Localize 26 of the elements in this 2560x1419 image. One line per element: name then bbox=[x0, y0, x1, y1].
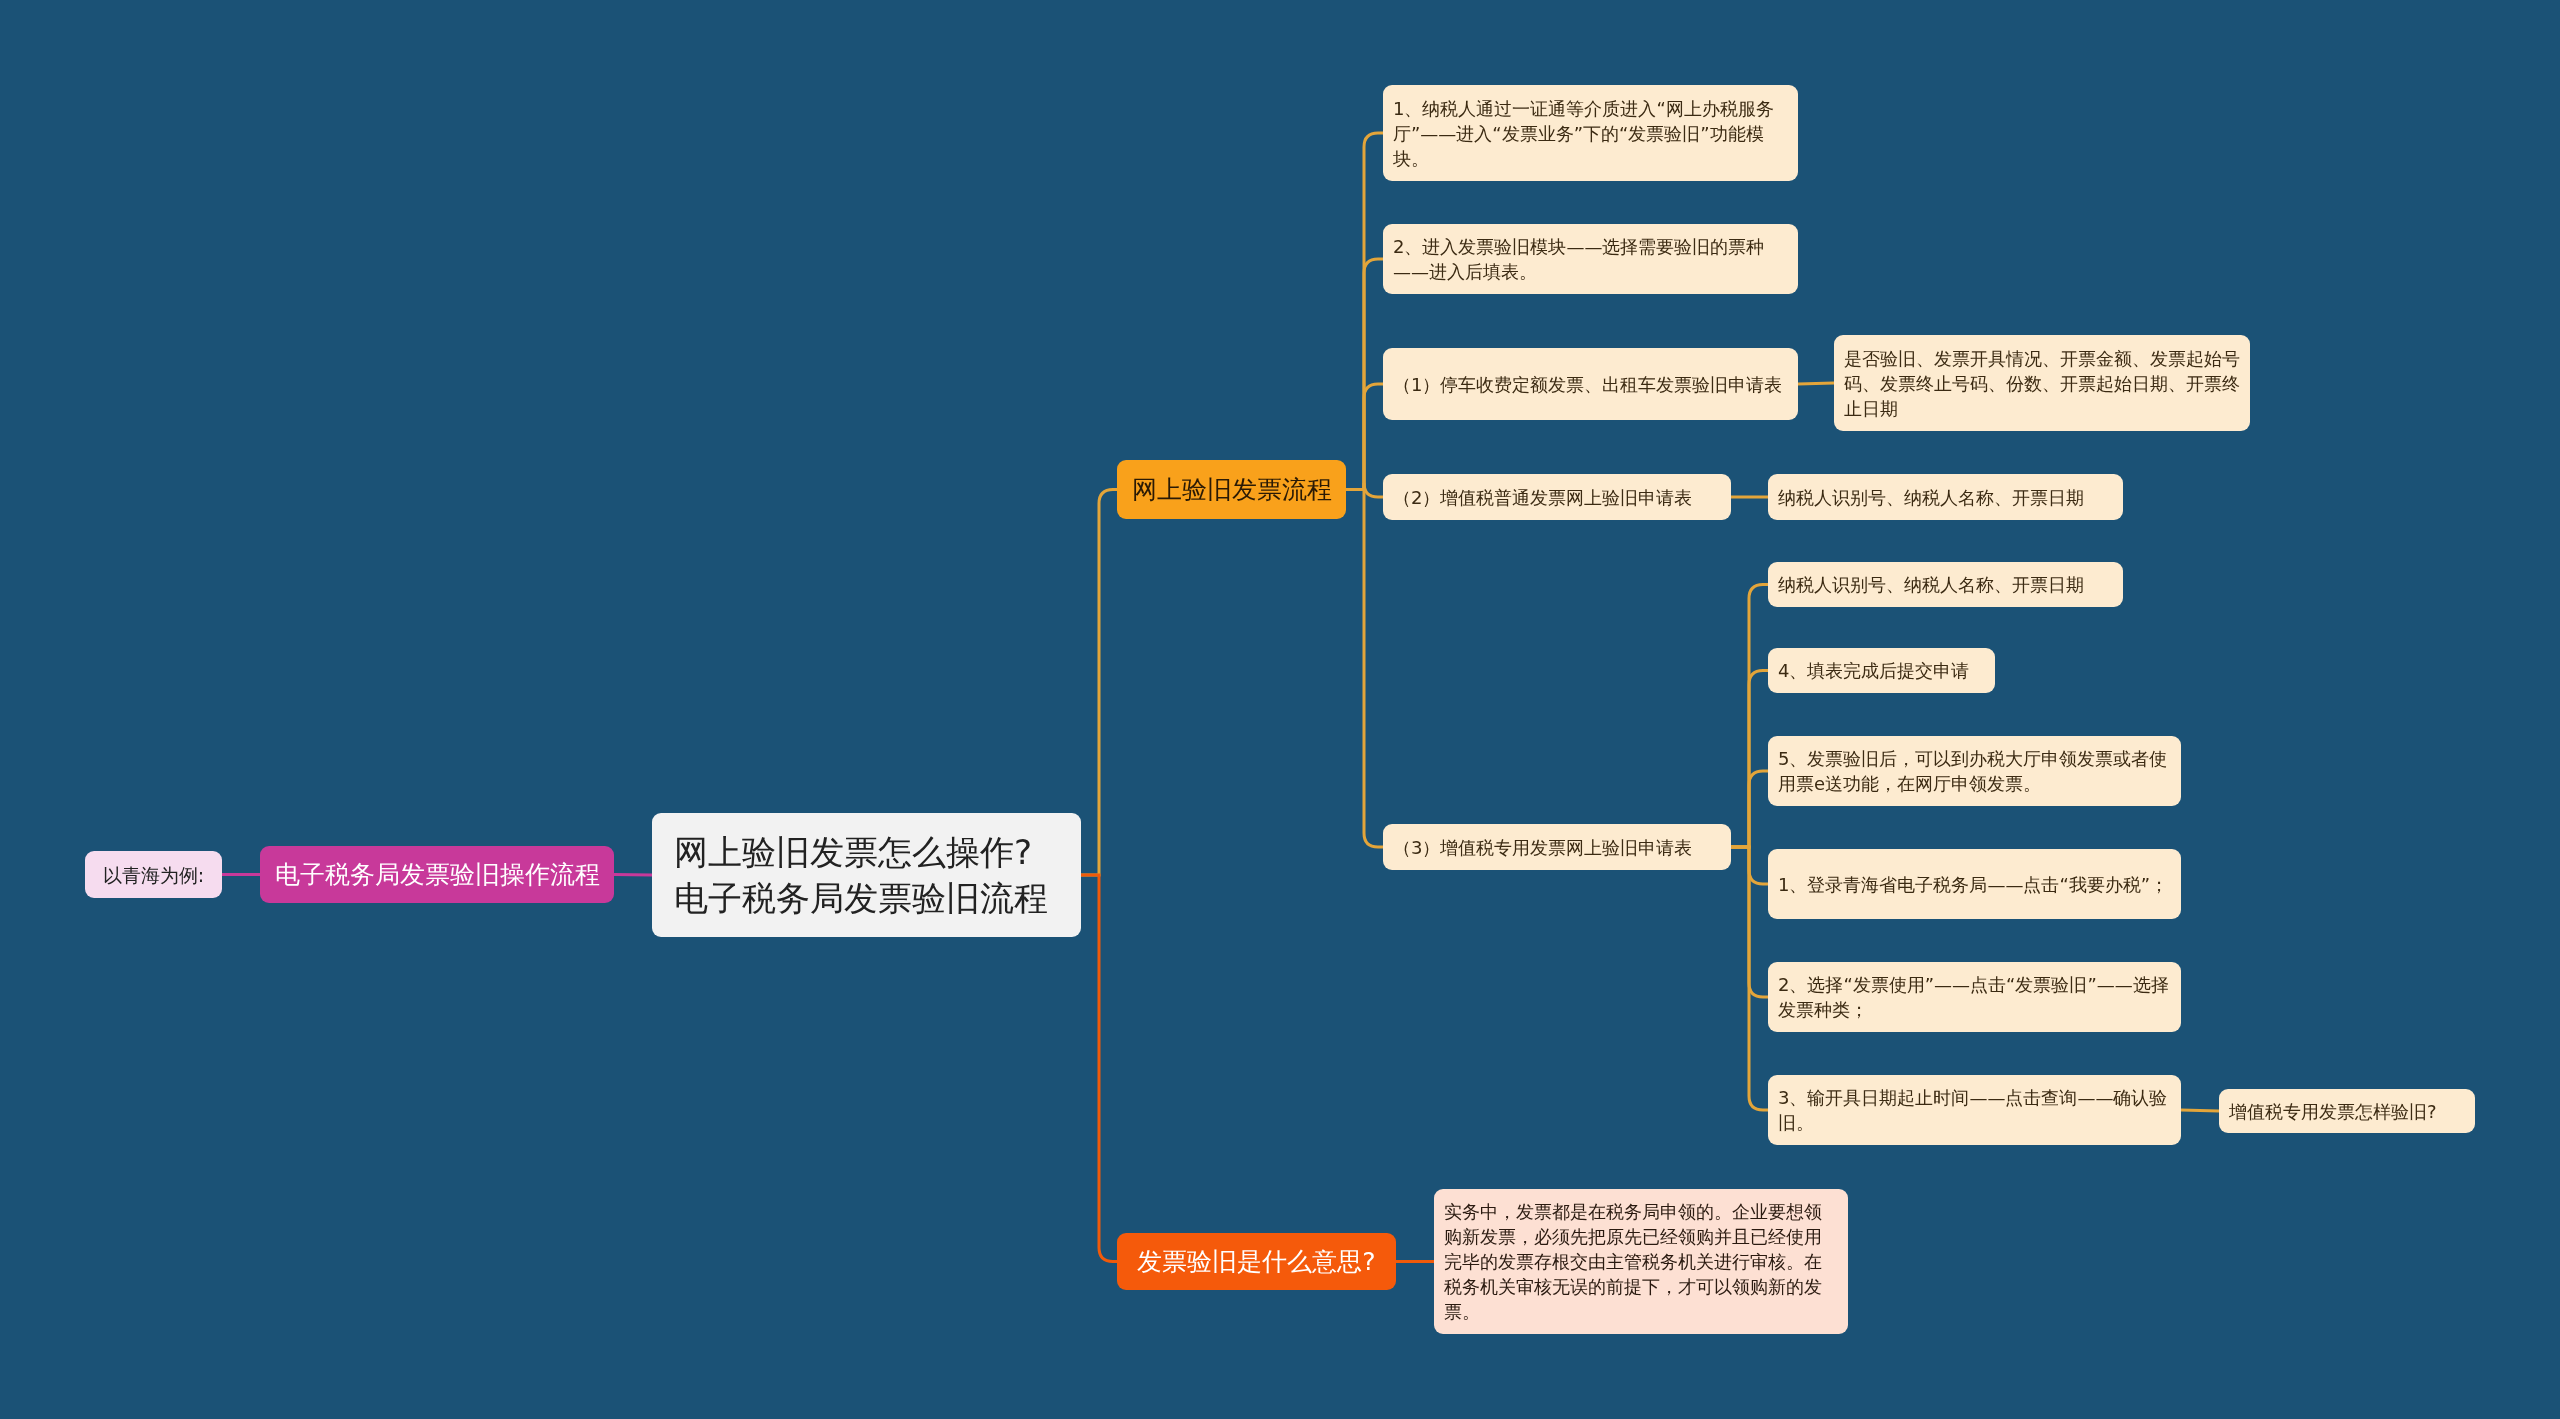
topic-box: 2、进入发票验旧模块——选择需要验旧的票种——进入后填表。 bbox=[1383, 224, 1798, 294]
topic-box: （2）增值税普通发票网上验旧申请表 bbox=[1383, 474, 1731, 520]
central-topic-box: 网上验旧发票怎么操作?电子税务局发票验旧流程 bbox=[652, 813, 1081, 937]
topic-box: 5、发票验旧后，可以到办税大厅申领发票或者使用票e送功能，在网厅申领发票。 bbox=[1768, 736, 2181, 806]
branch-topic-box: 电子税务局发票验旧操作流程 bbox=[260, 846, 614, 903]
topic-box: 1、纳税人通过一证通等介质进入“网上办税服务厅”——进入“发票业务”下的“发票验旧”功能模块。 bbox=[1383, 85, 1798, 181]
connector-line bbox=[1396, 1260, 1434, 1263]
connector-line bbox=[1797, 381, 1835, 386]
topic-box: 是否验旧、发票开具情况、开票金额、发票起始号码、发票终止号码、份数、开票起始日期、开票终止日期 bbox=[1834, 335, 2250, 431]
branch-topic-box: 发票验旧是什么意思? bbox=[1117, 1233, 1396, 1290]
topic-box: 以青海为例: bbox=[85, 851, 222, 898]
connector-line bbox=[222, 873, 260, 876]
topic-box: 3、输开具日期起止时间——点击查询——确认验旧。 bbox=[1768, 1075, 2181, 1145]
branch-topic-box: 网上验旧发票流程 bbox=[1117, 460, 1346, 519]
connector-line bbox=[613, 873, 653, 877]
topic-box: 纳税人识别号、纳税人名称、开票日期 bbox=[1768, 474, 2123, 520]
topic-box: 2、选择“发票使用”——点击“发票验旧”——选择发票种类； bbox=[1768, 962, 2181, 1032]
topic-box: 4、填表完成后提交申请 bbox=[1768, 648, 1995, 693]
topic-box: （3）增值税专用发票网上验旧申请表 bbox=[1383, 824, 1731, 870]
topic-box: 纳税人识别号、纳税人名称、开票日期 bbox=[1768, 562, 2123, 607]
topic-box: 实务中，发票都是在税务局申领的。企业要想领购新发票，必须先把原先已经领购并且已经使用完毕的发票存根交由主管税务机关进行审核。在税务机关审核无误的前提下，才可以领购新的发票。 bbox=[1434, 1189, 1848, 1334]
connector-line bbox=[2180, 1108, 2220, 1113]
topic-box: 1、登录青海省电子税务局——点击“我要办税”； bbox=[1768, 849, 2181, 919]
topic-box: （1）停车收费定额发票、出租车发票验旧申请表 bbox=[1383, 348, 1798, 420]
topic-box: 增值税专用发票怎样验旧? bbox=[2219, 1089, 2475, 1133]
connector-line bbox=[1731, 495, 1768, 499]
